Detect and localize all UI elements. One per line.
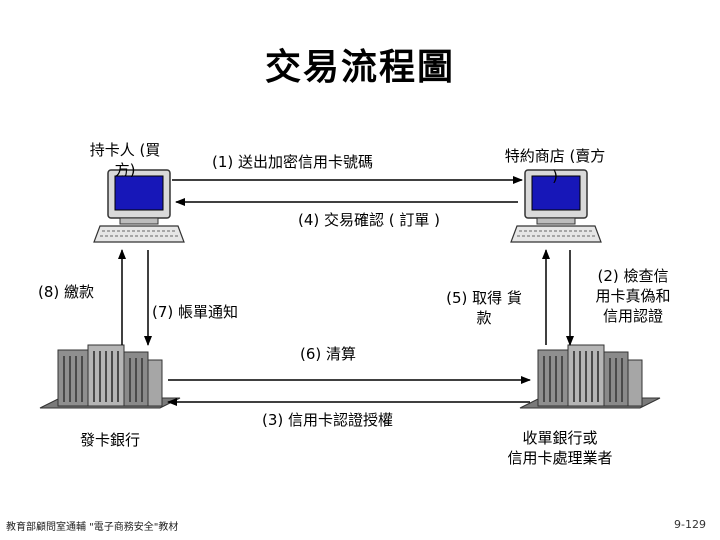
step-4-label: (4) 交易確認 ( 訂單 )	[298, 211, 441, 229]
step-7-label: (7) 帳單通知	[152, 303, 239, 321]
footer-source: 教育部顧問室通輔 "電子商務安全"教材	[6, 522, 179, 533]
step-5-label-line2: 款	[476, 309, 492, 327]
issuer-bank-building-icon	[39, 344, 181, 409]
merchant-computer-icon	[510, 169, 602, 243]
cardholder-label-line1: 持卡人 (買	[89, 141, 161, 159]
issuer-bank-label: 發卡銀行	[80, 431, 141, 449]
step-2-label-line1: (2) 檢查信	[597, 267, 669, 285]
page-number: 9-129	[674, 518, 706, 531]
step-2-label: (2) 檢查信 用卡真偽和 信用認證	[578, 266, 688, 326]
diagram-title: 交易流程圖	[264, 47, 455, 88]
step-5-label: (5) 取得 貨 款	[436, 288, 532, 328]
step-6-label: (6) 清算	[300, 345, 357, 363]
merchant-label-line2: )	[552, 167, 558, 185]
step-8-label: (8) 繳款	[38, 283, 95, 301]
cardholder-computer-icon	[93, 169, 185, 243]
cardholder-label: 持卡人 (買 方)	[70, 140, 180, 180]
step-5-label-line1: (5) 取得 貨	[446, 289, 522, 307]
acquirer-label: 收單銀行或 信用卡處理業者	[480, 428, 640, 468]
step-3-label: (3) 信用卡認證授權	[262, 411, 394, 429]
step-1-label: (1) 送出加密信用卡號碼	[212, 153, 374, 171]
acquirer-label-line2: 信用卡處理業者	[507, 449, 613, 467]
acquirer-bank-building-icon	[519, 344, 661, 409]
merchant-label-line1: 特約商店 (賣方	[504, 147, 606, 165]
acquirer-label-line1: 收單銀行或	[522, 429, 598, 447]
cardholder-label-line2: 方)	[114, 161, 136, 179]
merchant-label: 特約商店 (賣方 )	[490, 146, 620, 186]
step-2-label-line3: 信用認證	[602, 307, 663, 325]
step-2-label-line2: 用卡真偽和	[595, 287, 671, 305]
